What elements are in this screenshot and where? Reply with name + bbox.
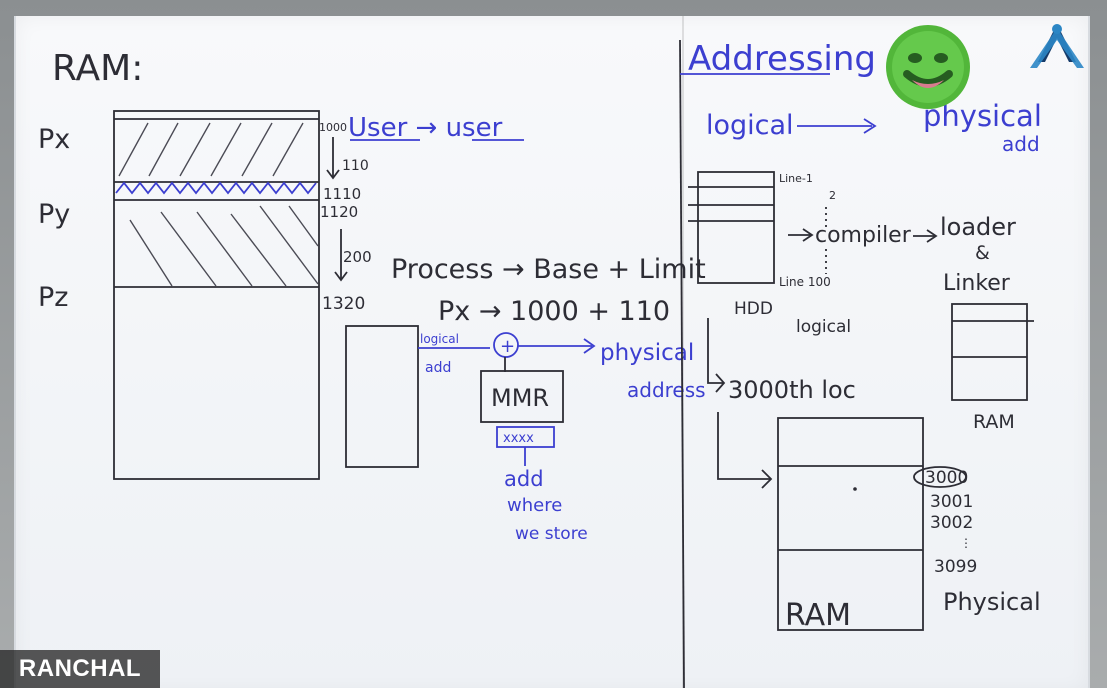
ram-title: RAM:	[52, 48, 143, 89]
scale-1320: 1320	[322, 294, 365, 314]
hdd-label: HDD	[734, 299, 773, 319]
big-ram-dot	[853, 487, 857, 491]
process-box	[346, 326, 418, 467]
scale-200: 200	[343, 248, 372, 266]
channel-banner: RANCHAL	[0, 650, 160, 688]
hdd-line1-label: Line-1	[779, 172, 813, 185]
row-label-px: Px	[38, 124, 70, 155]
addr-3099: 3099	[934, 557, 977, 577]
and-label: &	[975, 242, 990, 264]
channel-logo-icon	[1024, 12, 1090, 78]
addr-3001: 3001	[930, 492, 973, 512]
physical-right-label: Physical	[943, 588, 1041, 616]
addr-dots: ⋮	[960, 536, 972, 550]
process-formula: Process → Base + Limit	[391, 254, 706, 285]
px-formula: Px → 1000 + 110	[438, 296, 670, 327]
note-store: we store	[515, 524, 588, 544]
scale-1000: 1000	[319, 121, 347, 134]
logical-add-label-2: add	[425, 360, 451, 376]
scale-1110: 1110	[323, 185, 361, 203]
addr-3000: 3000	[925, 468, 968, 488]
to-3000-connector	[708, 318, 724, 383]
py-hatching	[130, 206, 318, 286]
smiley-emoji-icon	[883, 22, 973, 112]
small-ram-label: RAM	[973, 411, 1015, 433]
mmr-label: MMR	[491, 384, 549, 412]
compiler-label: compiler	[815, 223, 912, 248]
register-value: xxxx	[503, 431, 534, 446]
linker-label: Linker	[943, 271, 1011, 296]
scale-1120: 1120	[320, 203, 358, 221]
hdd-box	[698, 172, 774, 283]
mapping-physical-add: add	[1002, 132, 1040, 156]
physical-label: physical	[600, 340, 694, 366]
scale-110: 110	[342, 158, 369, 174]
hdd-line2-label: 2	[829, 189, 836, 202]
row-label-py: Py	[38, 199, 70, 230]
adder-plus: +	[500, 336, 515, 357]
small-ram-box	[952, 304, 1027, 400]
location-label: 3000th loc	[728, 376, 856, 404]
note-add: add	[504, 467, 544, 491]
note-where: where	[507, 495, 562, 516]
hdd-line100-label: Line 100	[779, 275, 831, 289]
hdd-logical-label: logical	[796, 317, 851, 337]
big-ram-label: RAM	[785, 598, 851, 633]
logical-add-label-1: logical	[420, 332, 459, 346]
row-label-pz: Pz	[38, 282, 68, 313]
py-zigzag	[116, 183, 316, 193]
mapping-logical: logical	[706, 110, 794, 141]
addr-3002: 3002	[930, 513, 973, 533]
to-ram-connector	[718, 412, 770, 479]
px-hatching	[119, 123, 303, 176]
addressing-title: Addressing	[688, 39, 876, 79]
user-user-line: User → user	[348, 113, 503, 143]
loader-label: loader	[940, 213, 1016, 241]
address-label: address	[627, 378, 706, 402]
